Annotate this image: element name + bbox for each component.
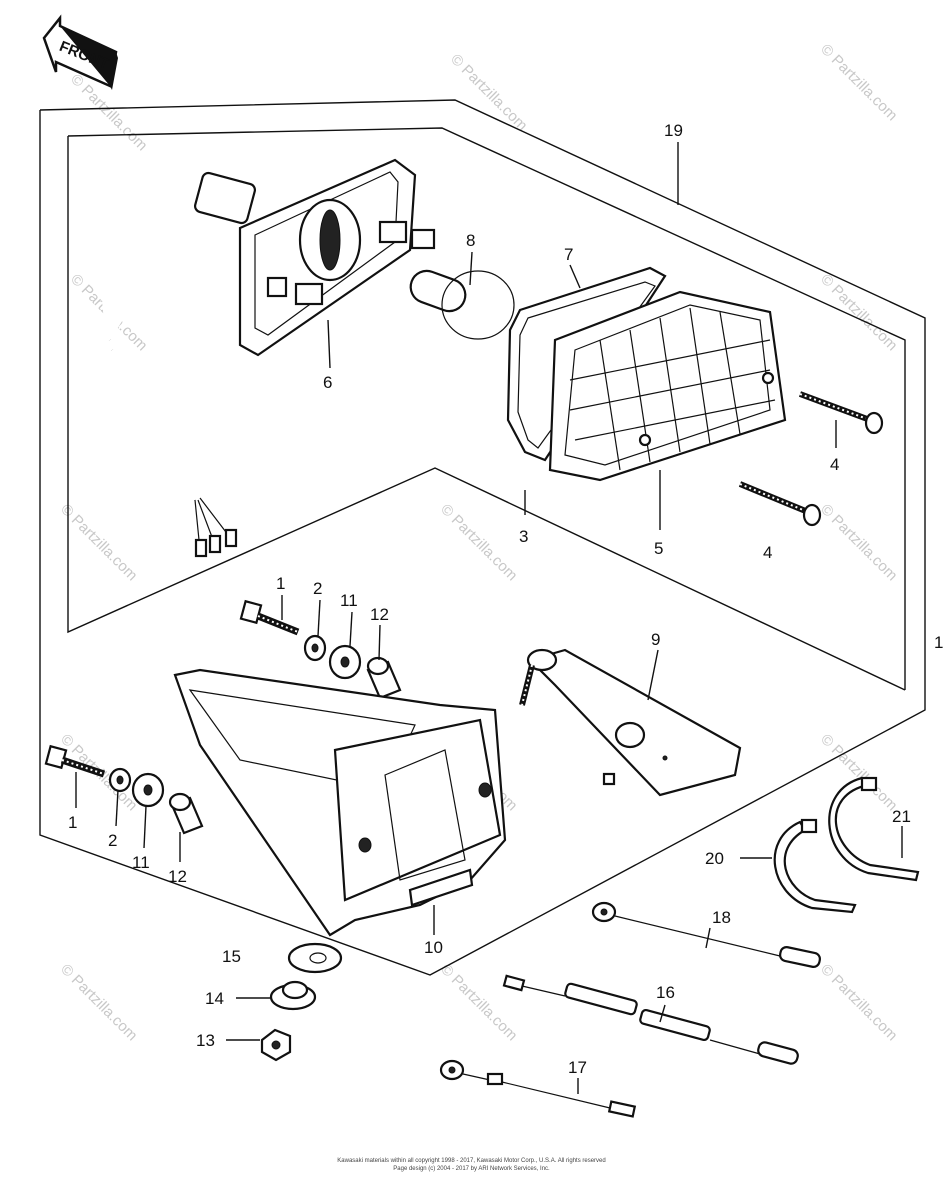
edge-mark: 19	[934, 633, 943, 652]
ground-wire-lead	[591, 901, 822, 968]
collar	[168, 792, 204, 862]
callout-16: 16	[656, 983, 675, 1002]
rubber-washer	[287, 942, 343, 974]
callout-labels: 19 8 7 6 4 3 5 4 1 2 11 12 9 1 2 11 12 1…	[68, 121, 943, 1077]
connector-terminal	[224, 528, 238, 548]
watermark: © Partzilla.com	[437, 961, 520, 1044]
callout-19: 19	[664, 121, 683, 140]
callout-17: 17	[568, 1058, 587, 1077]
watermark: © Partzilla.com	[447, 51, 530, 134]
copyright-line-2: Page design (c) 2004 - 2017 by ARI Netwo…	[393, 1166, 550, 1172]
callout-9: 9	[651, 630, 660, 649]
callout-14: 14	[205, 989, 224, 1008]
bulb	[409, 251, 515, 340]
callout-4: 4	[763, 543, 772, 562]
watermark: © Partzilla.com	[817, 731, 900, 814]
callout-3: 3	[519, 527, 528, 546]
wire-clamp	[740, 818, 857, 914]
callout-13: 13	[196, 1031, 215, 1050]
bolt	[44, 744, 106, 808]
tail-lamp-base	[238, 158, 436, 369]
callout-1: 1	[276, 574, 285, 593]
callout-7: 7	[564, 245, 573, 264]
callout-10: 10	[424, 938, 443, 957]
wire-clamp	[828, 776, 920, 882]
flat-washer	[328, 611, 362, 680]
callout-5: 5	[654, 539, 663, 558]
connector-terminal	[194, 538, 208, 558]
nut	[226, 1028, 292, 1062]
callout-2: 2	[108, 831, 117, 850]
callout-11: 11	[340, 591, 358, 610]
watermark-layer: © Partzilla.com © Partzilla.com © Partzi…	[57, 41, 900, 1044]
mounting-bracket	[519, 648, 742, 797]
connector-terminal	[208, 534, 222, 554]
callout-18: 18	[712, 908, 731, 927]
callout-2: 2	[313, 579, 322, 598]
washer	[108, 767, 132, 827]
watermark: © Partzilla.com	[437, 501, 520, 584]
callout-12: 12	[370, 605, 389, 624]
callout-8: 8	[466, 231, 475, 250]
harness-lead	[502, 974, 799, 1065]
tail-lamp-lens	[548, 290, 787, 530]
washer	[303, 599, 327, 662]
wire-harness	[102, 171, 257, 558]
harness-grommet	[193, 171, 257, 225]
watermark: © Partzilla.com	[817, 41, 900, 124]
ground-wire-lead	[439, 1059, 637, 1118]
front-arrow-badge: FRONT	[42, 14, 118, 90]
callout-15: 15	[222, 947, 241, 966]
collar	[366, 624, 402, 700]
watermark: © Partzilla.com	[817, 501, 900, 584]
watermark: © Partzilla.com	[817, 271, 900, 354]
watermark: © Partzilla.com	[57, 501, 140, 584]
flat-washer	[131, 772, 165, 849]
callout-6: 6	[323, 373, 332, 392]
screw	[738, 481, 822, 527]
callout-1: 1	[68, 813, 77, 832]
watermark: © Partzilla.com	[57, 961, 140, 1044]
callout-4: 4	[830, 455, 839, 474]
assembly-outline	[39, 99, 926, 976]
bolt	[239, 595, 300, 636]
callout-12: 12	[168, 867, 187, 886]
lamp-housing	[173, 668, 507, 937]
copyright-line-1: Kawasaki materials within all copyright …	[337, 1158, 606, 1164]
screw	[798, 391, 884, 448]
callout-21: 21	[892, 807, 911, 826]
watermark: © Partzilla.com	[817, 961, 900, 1044]
callout-20: 20	[705, 849, 724, 868]
callout-11: 11	[132, 853, 150, 872]
grommet	[236, 980, 317, 1011]
